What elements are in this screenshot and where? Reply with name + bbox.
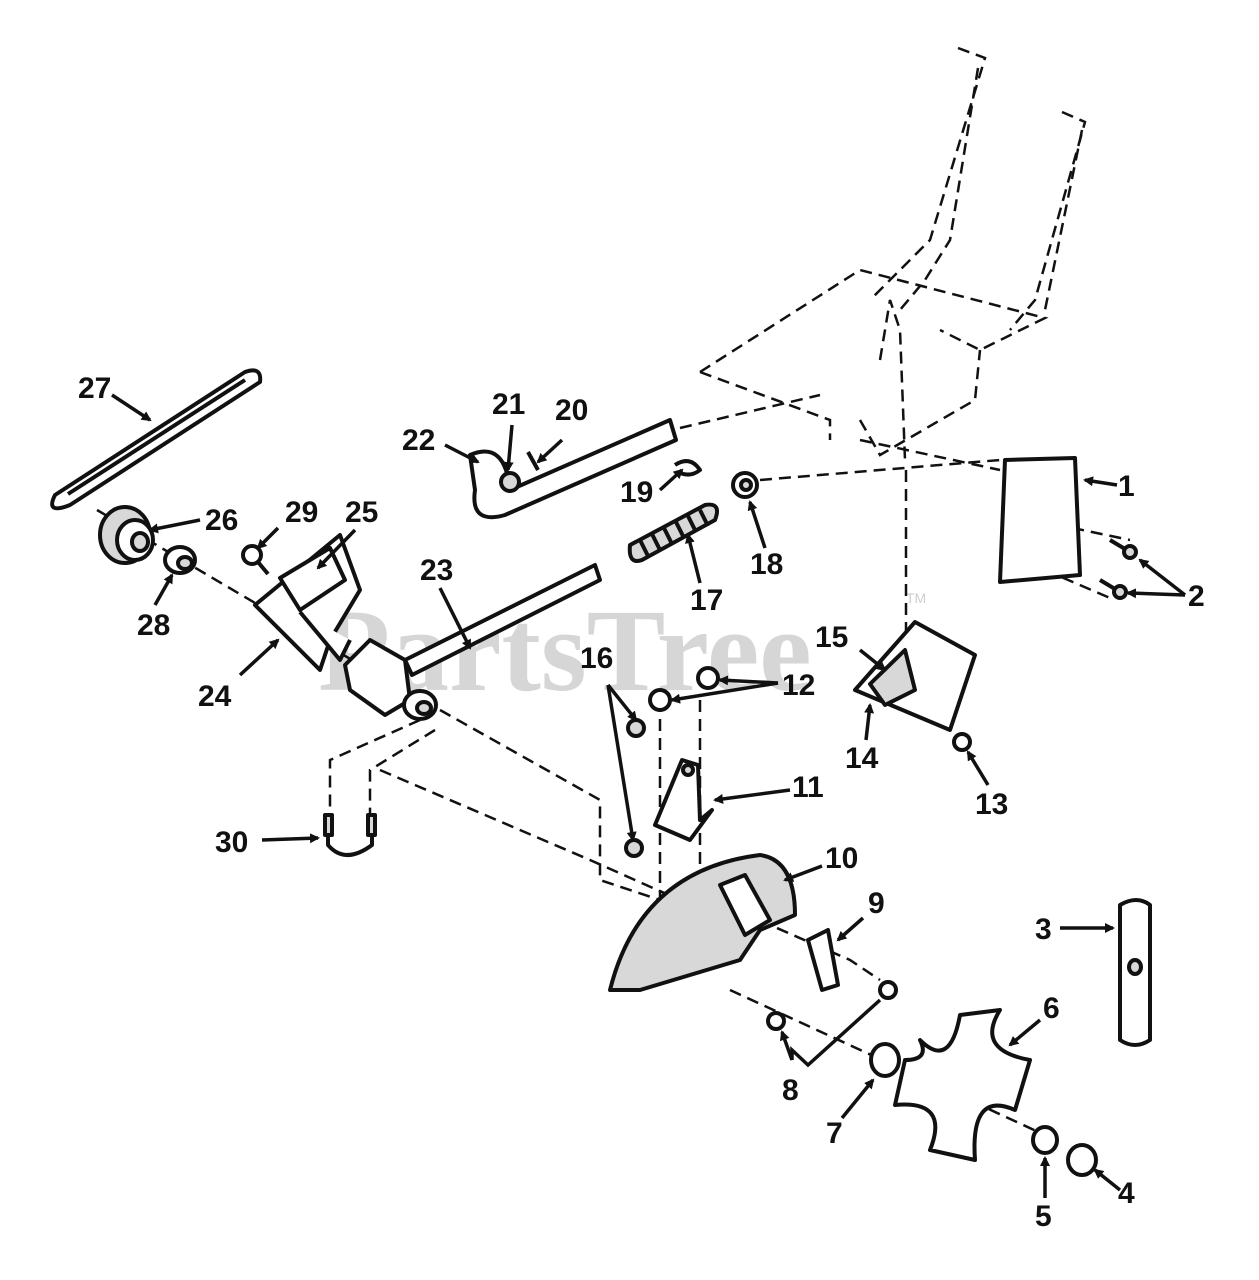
gear-housing bbox=[343, 638, 438, 721]
callout-20: 20 bbox=[555, 394, 588, 427]
axle-tube bbox=[1118, 898, 1152, 1047]
small-washer bbox=[1031, 1125, 1059, 1155]
callout-16: 16 bbox=[580, 642, 613, 675]
callout-8: 8 bbox=[782, 1074, 799, 1107]
shield-plate bbox=[998, 456, 1082, 584]
callout-15: 15 bbox=[815, 621, 848, 654]
callout-labels: 1 2 3 4 5 6 7 8 9 10 11 12 13 14 15 16 1… bbox=[78, 372, 1205, 1233]
cap-nut bbox=[1066, 1143, 1098, 1177]
callout-28: 28 bbox=[137, 609, 170, 642]
callout-9: 9 bbox=[868, 887, 885, 920]
watermark-trademark: TM bbox=[906, 590, 926, 606]
tine-blade bbox=[893, 1008, 1032, 1162]
callout-22: 22 bbox=[402, 424, 435, 457]
depth-plate bbox=[853, 620, 977, 732]
carriage-bolts bbox=[766, 980, 898, 1031]
callout-10: 10 bbox=[825, 842, 858, 875]
callout-7: 7 bbox=[826, 1117, 843, 1150]
lock-nuts bbox=[648, 666, 720, 712]
callout-26: 26 bbox=[205, 504, 238, 537]
callout-21: 21 bbox=[492, 388, 525, 421]
callout-23: 23 bbox=[420, 554, 453, 587]
callout-13: 13 bbox=[975, 788, 1008, 821]
callout-5: 5 bbox=[1035, 1200, 1052, 1233]
callout-25: 25 bbox=[345, 496, 378, 529]
callout-24: 24 bbox=[198, 680, 232, 713]
callout-19: 19 bbox=[620, 476, 653, 509]
callout-1: 1 bbox=[1118, 470, 1135, 503]
hex-nuts bbox=[624, 718, 646, 858]
handlebar-frame bbox=[699, 46, 1087, 472]
belt-guard-bracket bbox=[253, 533, 362, 672]
control-lever bbox=[468, 418, 678, 520]
callout-30: 30 bbox=[215, 826, 248, 859]
clip bbox=[806, 928, 840, 992]
callout-4: 4 bbox=[1118, 1177, 1135, 1210]
callout-6: 6 bbox=[1043, 992, 1060, 1025]
callout-14: 14 bbox=[845, 742, 879, 775]
nut bbox=[731, 471, 759, 499]
pulley bbox=[98, 505, 155, 565]
leader-lines bbox=[111, 393, 1187, 1198]
bolt bbox=[952, 732, 972, 752]
spring bbox=[627, 502, 719, 563]
washer bbox=[869, 1042, 901, 1078]
callout-18: 18 bbox=[750, 548, 783, 581]
callout-29: 29 bbox=[285, 496, 318, 529]
mounting-bracket bbox=[653, 758, 714, 842]
v-belt bbox=[50, 368, 263, 511]
callout-12: 12 bbox=[782, 669, 815, 702]
tine-shield bbox=[608, 853, 797, 992]
callout-11: 11 bbox=[792, 771, 824, 804]
callout-3: 3 bbox=[1035, 913, 1052, 946]
bearing bbox=[163, 545, 197, 575]
callout-2: 2 bbox=[1188, 580, 1205, 613]
callout-27: 27 bbox=[78, 372, 111, 405]
bolts bbox=[1098, 538, 1138, 600]
screw bbox=[241, 544, 270, 576]
drive-shaft bbox=[403, 563, 602, 677]
pin bbox=[526, 451, 540, 471]
callout-17: 17 bbox=[690, 584, 723, 617]
u-bolt bbox=[323, 813, 377, 857]
